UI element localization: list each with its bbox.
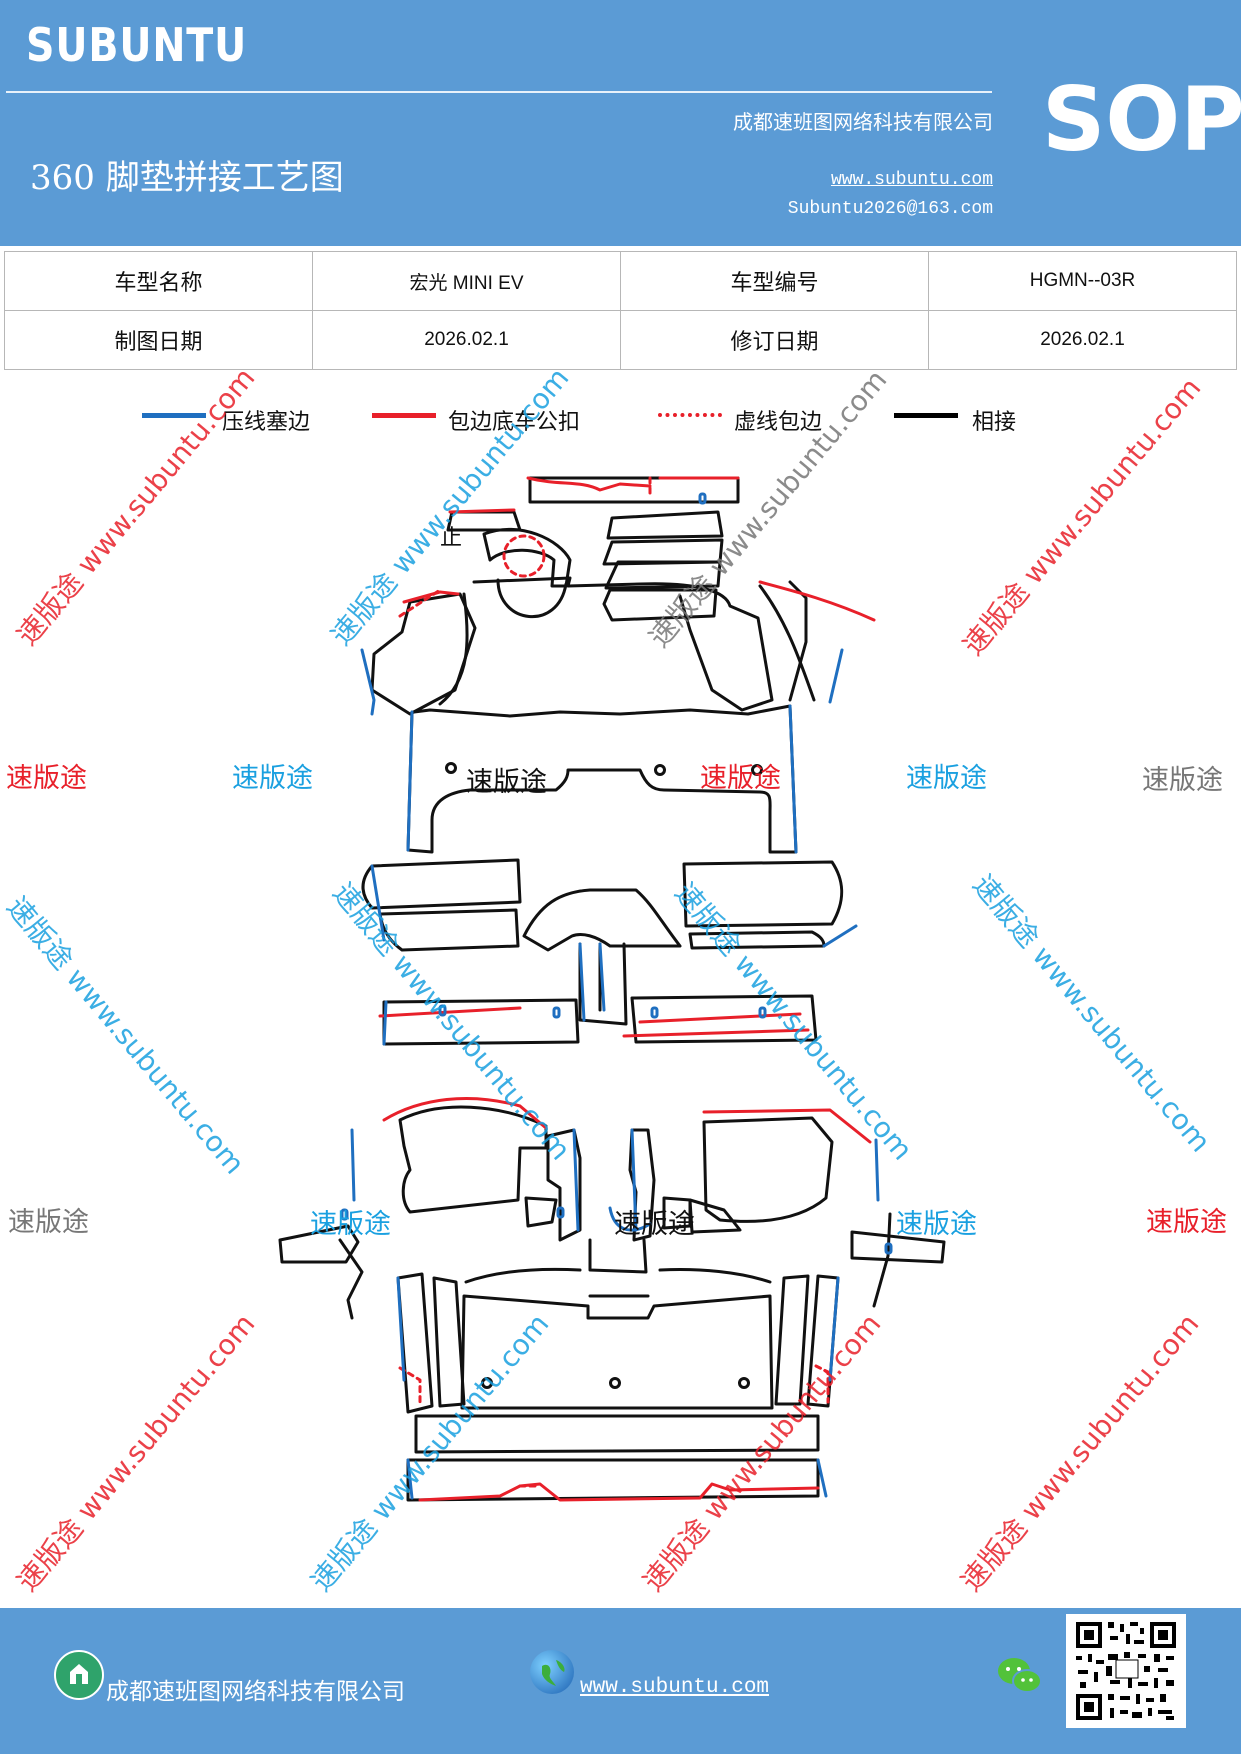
footer-company-name: 成都速班图网络科技有限公司 — [106, 1679, 405, 1705]
sop-label: SOP — [1042, 68, 1241, 171]
legend-label: 包边底车公扣 — [448, 410, 581, 435]
header-divider — [6, 91, 992, 93]
legend-swatch-red — [372, 413, 436, 418]
legend-swatch-black — [894, 413, 958, 418]
qr-code[interactable] — [1066, 1614, 1186, 1728]
legend-label: 压线塞边 — [222, 410, 311, 435]
legend-label: 虚线包边 — [734, 410, 823, 435]
label-model-name: 车型名称 — [4, 251, 313, 311]
watermark-text: 速版途 — [614, 1209, 695, 1240]
mat-edges-blue — [340, 492, 893, 1500]
footer-website-link[interactable]: www.subuntu.com — [580, 1676, 770, 1699]
legend-swatch-red-dotted — [658, 413, 722, 417]
table-row: 车型名称 宏光 MINI EV 车型编号 HGMN--03R — [4, 251, 1237, 311]
diagram-marker-text: 止 — [440, 526, 463, 551]
website-link[interactable]: www.subuntu.com — [830, 170, 993, 190]
legend-item: 包边底车公扣 — [372, 404, 612, 435]
watermark-text: 速版途 — [700, 763, 781, 794]
legend-item: 相接 — [894, 404, 1054, 435]
label-revise-date: 修订日期 — [620, 310, 929, 370]
legend-label: 相接 — [972, 410, 1017, 435]
watermark-text: 速版途 — [1146, 1207, 1227, 1238]
email-address[interactable]: Subuntu2026@163.com — [787, 199, 993, 219]
watermark-text: 速版途 — [1142, 765, 1223, 796]
vehicle-info-table: 车型名称 宏光 MINI EV 车型编号 HGMN--03R 制图日期 2026… — [4, 251, 1237, 370]
wechat-icon[interactable] — [996, 1654, 1044, 1698]
label-draw-date: 制图日期 — [4, 310, 313, 370]
brand-logo-text: SUBUNTU — [26, 18, 248, 72]
legend-item: 压线塞边 — [142, 404, 342, 435]
company-name: 成都速班图网络科技有限公司 — [733, 110, 993, 134]
model-code-value: HGMN--03R — [928, 251, 1237, 311]
document-title: 360 脚垫拼接工艺图 — [30, 158, 344, 198]
legend-swatch-blue — [142, 413, 206, 418]
watermark-text: 速版途 — [466, 767, 547, 798]
label-model-code: 车型编号 — [620, 251, 929, 311]
globe-icon — [530, 1650, 574, 1694]
watermark-text: 速版途 — [8, 1207, 89, 1238]
revise-date-value: 2026.02.1 — [928, 310, 1237, 370]
draw-date-value: 2026.02.1 — [312, 310, 621, 370]
watermark-text: 速版途 — [232, 763, 313, 794]
legend-item: 虚线包边 — [658, 404, 858, 435]
model-name-value: 宏光 MINI EV — [312, 251, 621, 311]
watermark-text: 速版途 — [906, 763, 987, 794]
watermark-text: 速版途 — [6, 763, 87, 794]
mat-outlines-black — [278, 476, 946, 1502]
mat-edges-red-dotted — [398, 476, 830, 1488]
header-banner: SUBUNTU 成都速班图网络科技有限公司 360 脚垫拼接工艺图 www.su… — [0, 0, 1241, 246]
watermark-text: 速版途 — [896, 1209, 977, 1240]
table-row: 制图日期 2026.02.1 修订日期 2026.02.1 — [4, 310, 1237, 370]
watermark-text: 速版途 — [310, 1209, 391, 1240]
company-icon — [54, 1650, 104, 1700]
mat-edges-red — [378, 476, 876, 1502]
